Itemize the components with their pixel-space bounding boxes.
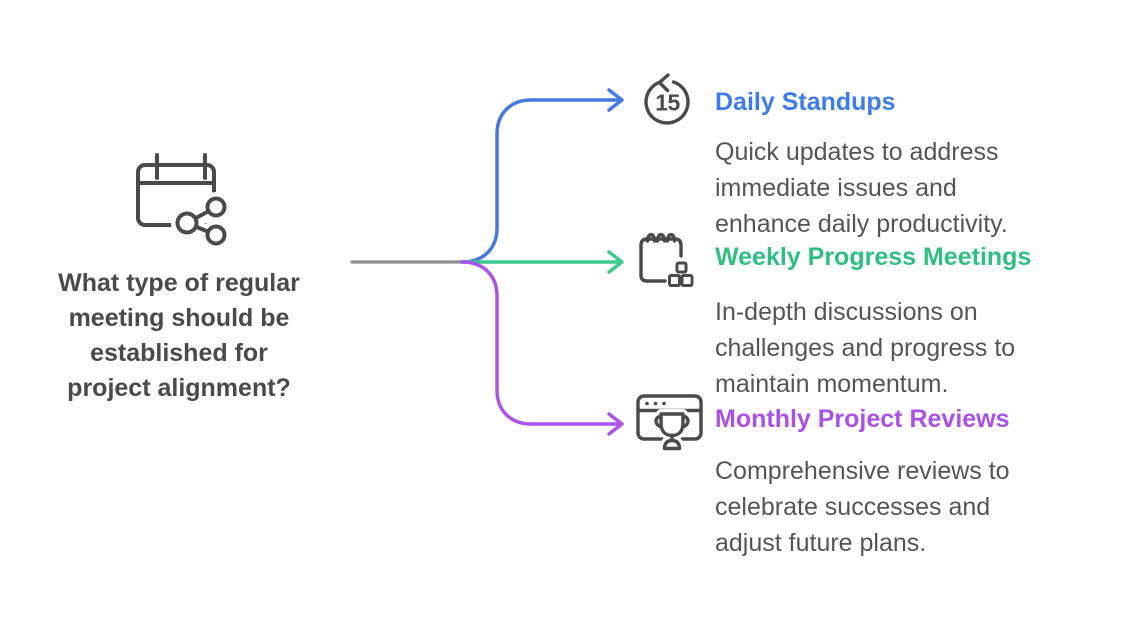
branch-line-monthly bbox=[460, 260, 622, 426]
branch-title-daily: Daily Standups bbox=[715, 88, 896, 116]
branch-title-weekly: Weekly Progress Meetings bbox=[715, 243, 1032, 271]
branch-description-daily: Quick updates to address immediate issue… bbox=[715, 138, 1008, 238]
branch-line-daily bbox=[460, 98, 622, 264]
arrowhead-weekly-icon bbox=[607, 250, 624, 274]
browser-trophy-icon bbox=[636, 394, 703, 454]
timer-15-icon: 15 bbox=[644, 73, 690, 125]
branch-title-monthly: Monthly Project Reviews bbox=[715, 405, 1010, 433]
arrowhead-monthly-icon bbox=[607, 412, 624, 436]
calendar-share-icon bbox=[136, 153, 231, 248]
notepad-tasks-icon bbox=[639, 233, 694, 287]
branch-description-weekly: In-depth discussions on challenges and p… bbox=[715, 298, 1016, 398]
timer-label: 15 bbox=[655, 90, 680, 116]
arrowhead-daily-icon bbox=[607, 88, 624, 112]
question-text: What type of regular meeting should be e… bbox=[58, 269, 300, 402]
branch-description-monthly: Comprehensive reviews to celebrate succe… bbox=[715, 457, 1010, 557]
